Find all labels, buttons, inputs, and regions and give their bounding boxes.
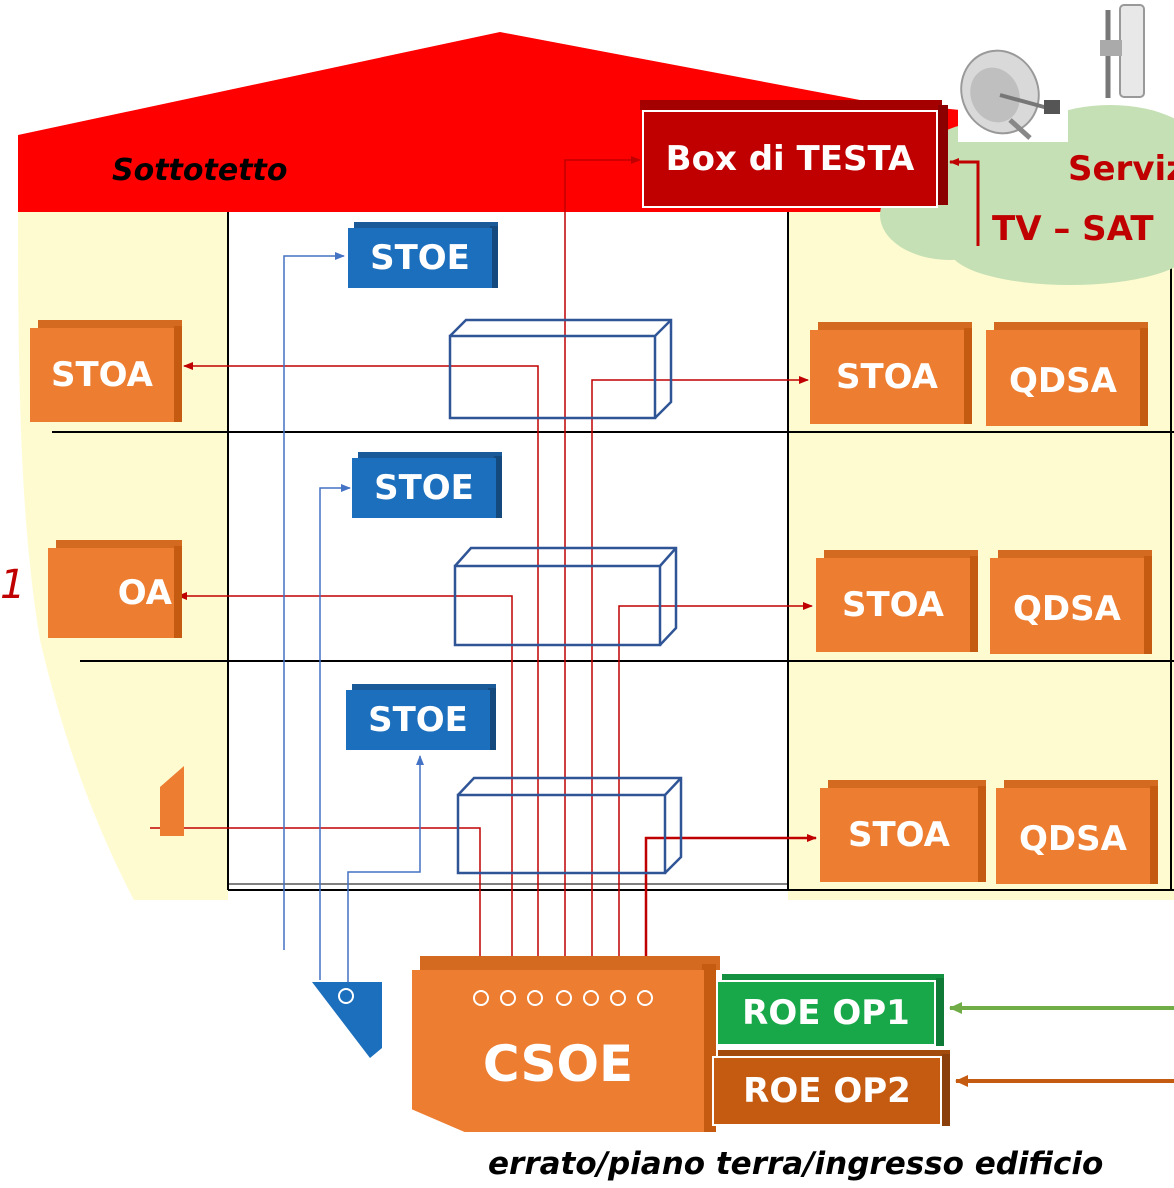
csoe-ports <box>470 988 670 1008</box>
stoe-box-floor-1: STOE <box>348 222 500 290</box>
services-label: Serviz <box>1068 144 1174 194</box>
qdsa-floor-2: QDSA <box>990 550 1152 656</box>
roof-label: Sottotetto <box>112 150 297 190</box>
stoe-box-floor-2: STOE <box>352 452 504 520</box>
head-box: Box di TESTA <box>640 100 956 210</box>
roe-op2-box: ROE OP2 <box>712 1050 950 1128</box>
stoe-box-floor-3: STOE <box>346 684 498 752</box>
roe-op1-box: ROE OP1 <box>716 974 944 1048</box>
right-stoa-floor-3: STOA <box>820 780 986 884</box>
qdsa-floor-3: QDSA <box>996 780 1158 886</box>
right-stoa-floor-2: STOA <box>816 550 978 654</box>
satellite-dish-icon <box>948 38 1068 146</box>
qdsa-floor-1: QDSA <box>986 322 1148 428</box>
bottom-left-stoe <box>312 982 382 1058</box>
tv-sat-label: TV – SAT <box>992 204 1174 254</box>
csoe-box: CSOE <box>410 956 720 1136</box>
left-stoa-floor-2: OA <box>48 540 182 640</box>
panel-antenna-icon <box>1100 5 1144 98</box>
floor-number: 1 <box>0 560 20 610</box>
right-stoa-floor-1: STOA <box>810 322 972 426</box>
left-stoa-floor-1: STOA <box>30 320 182 424</box>
bottom-caption: errato/piano terra/ingresso edificio <box>488 1142 1168 1186</box>
left-stoa-floor-3 <box>160 766 184 836</box>
